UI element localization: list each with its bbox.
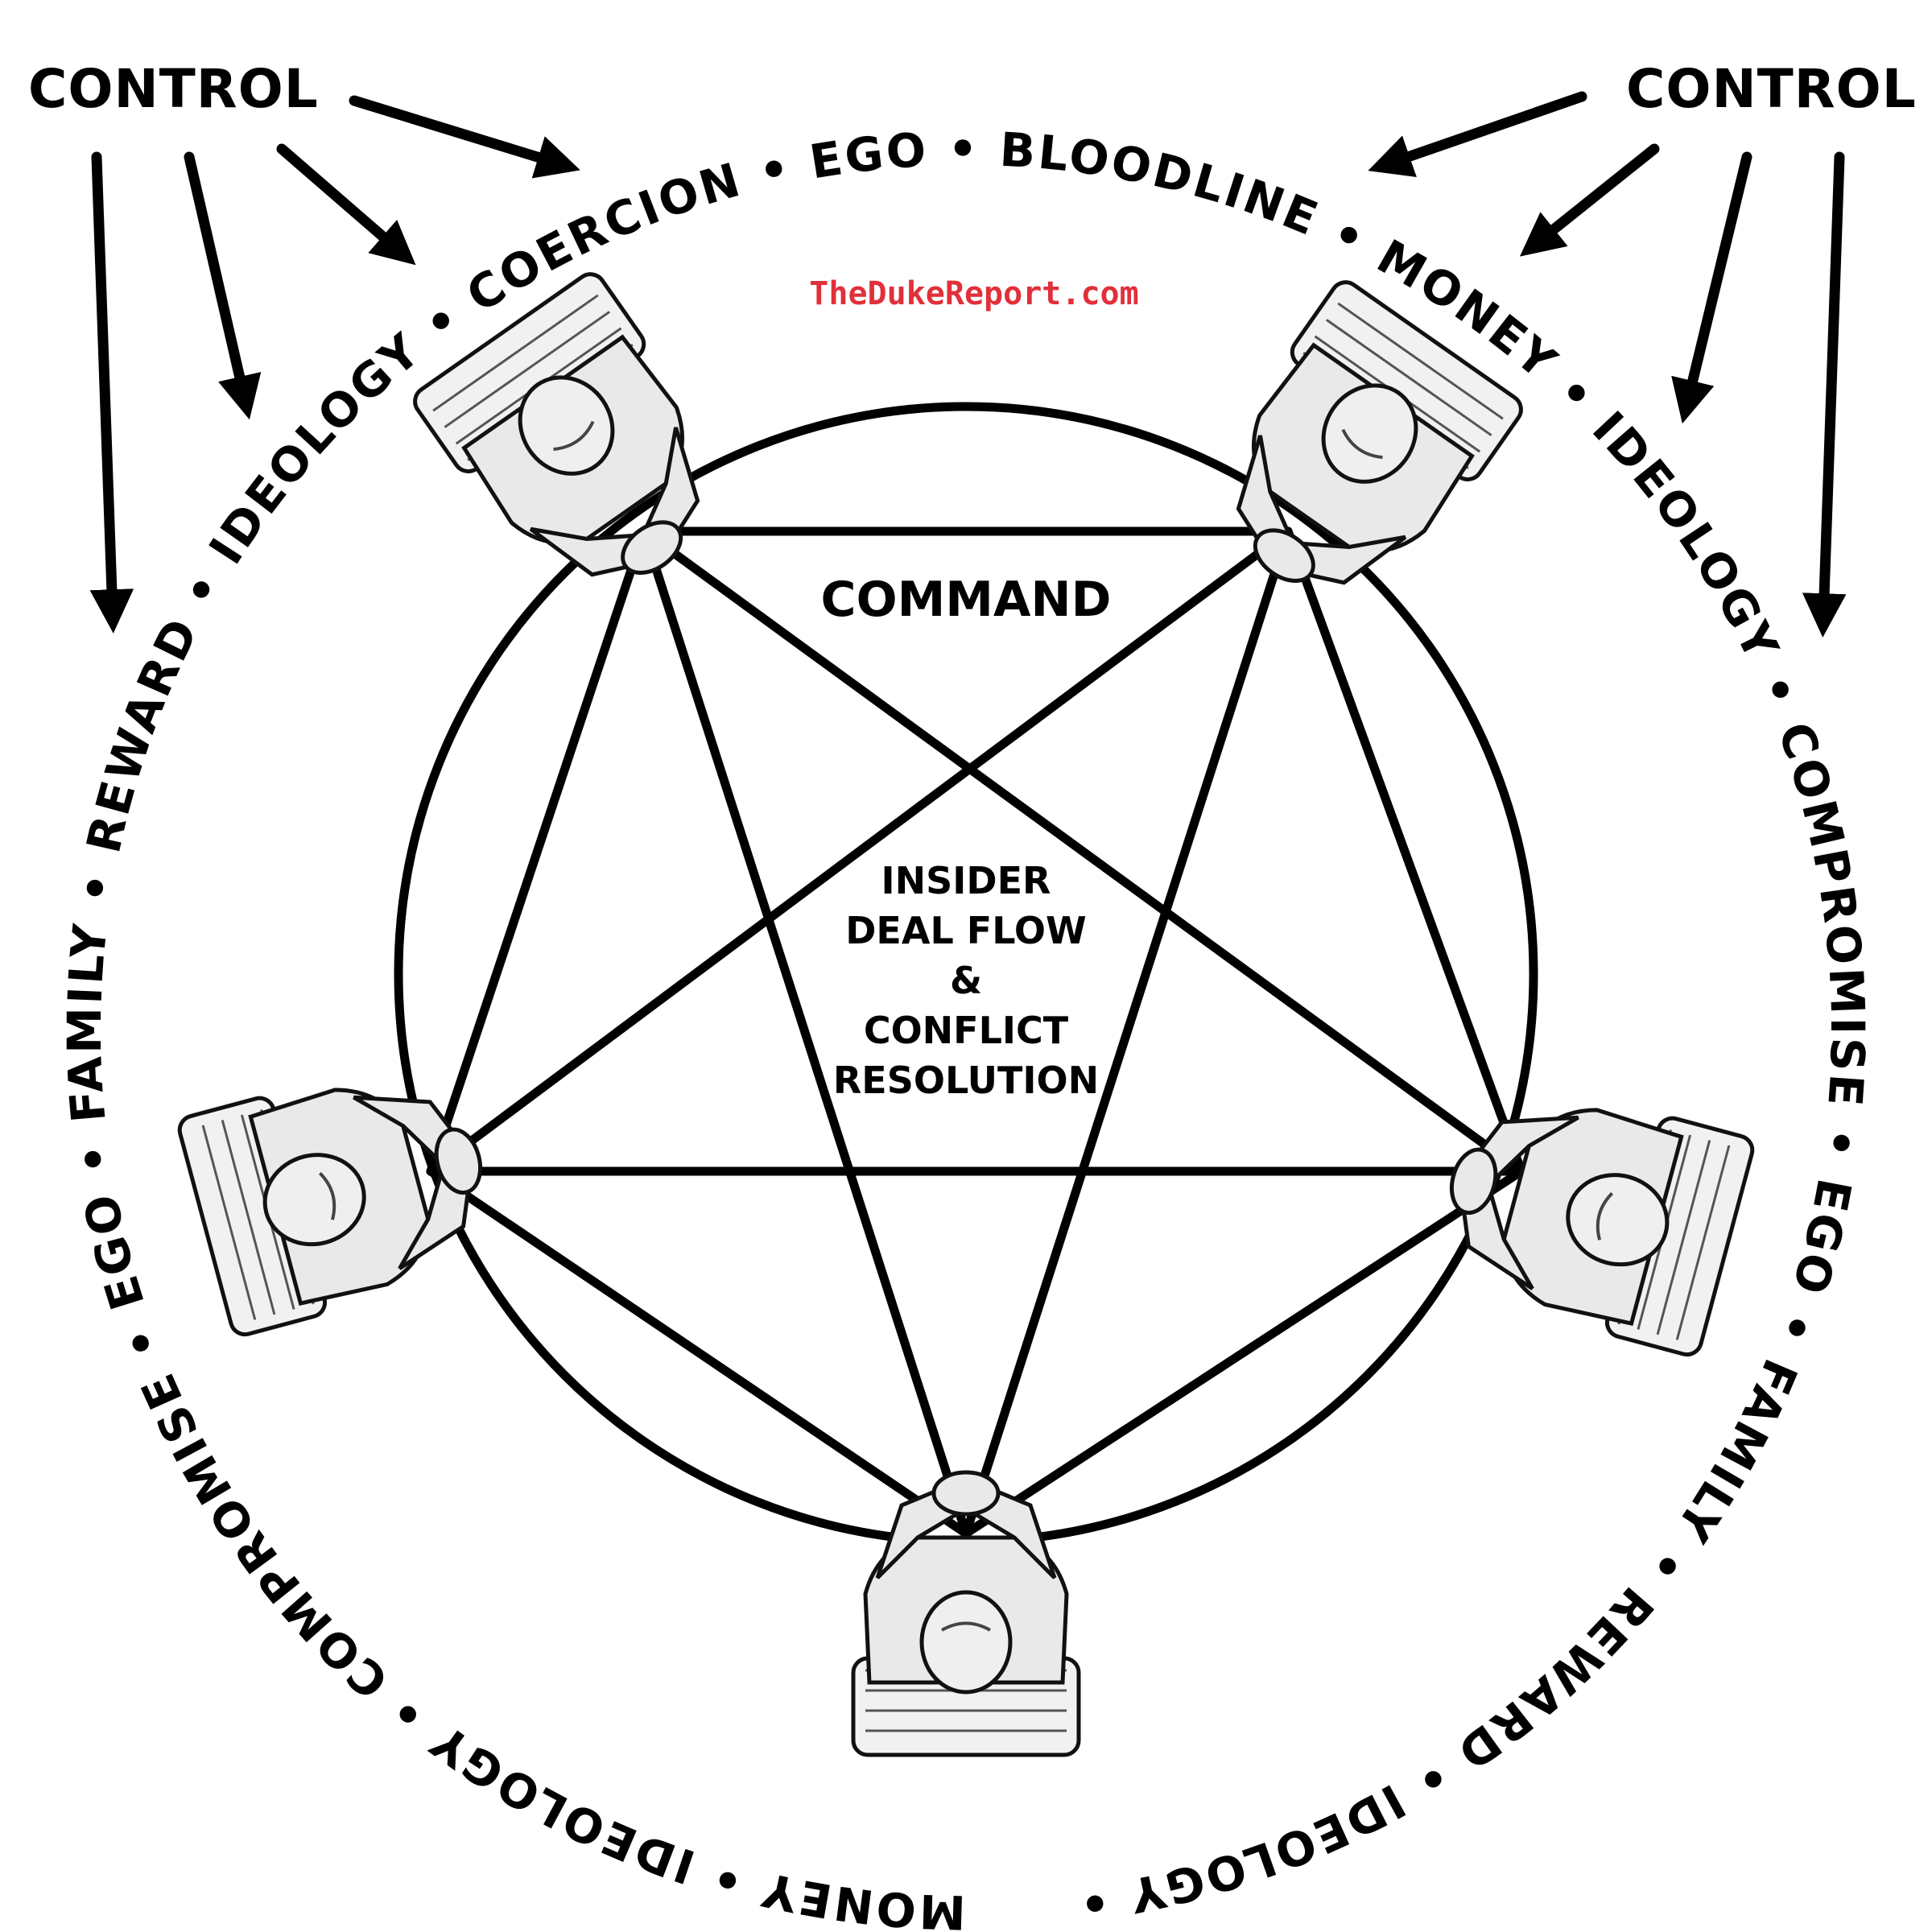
- arrow-left-3: [184, 151, 262, 420]
- arrow-right-3: [1671, 151, 1752, 424]
- center-line-1: INSIDER: [881, 859, 1051, 902]
- control-label-left: CONTROL: [28, 58, 319, 120]
- pentagram-line-3: [639, 526, 971, 1538]
- seated-figure-bottom: [853, 1472, 1079, 1755]
- pentagram-line-7: [426, 1166, 971, 1538]
- watermark: TheDukeReport.com: [809, 275, 1138, 312]
- pentagram-line-10: [1283, 526, 1526, 1176]
- control-arrows-left: [89, 95, 580, 634]
- arrow-right-4: [1802, 151, 1847, 638]
- center-line-5: RESOLUTION: [833, 1059, 1099, 1102]
- arrow-right-2: [1519, 143, 1660, 257]
- pentagram: [426, 526, 1526, 1538]
- control-arrows-right: [1368, 91, 1847, 638]
- arrow-left-2: [276, 143, 416, 266]
- command-title: COMMAND: [821, 572, 1112, 628]
- center-line-4: CONFLICT: [864, 1009, 1069, 1052]
- center-line-3: &: [950, 959, 982, 1002]
- pentagram-line-4: [426, 526, 1293, 1176]
- pentagram-line-5: [961, 526, 1293, 1538]
- center-line-2: DEAL FLOW: [845, 909, 1086, 952]
- arrow-right-1: [1368, 91, 1587, 178]
- pentagram-line-8: [961, 1166, 1526, 1538]
- seated-figure-right: [1424, 1067, 1756, 1357]
- pentagram-line-9: [426, 526, 649, 1176]
- pentagram-line-2: [639, 526, 1526, 1176]
- arrow-left-4: [89, 151, 134, 634]
- control-label-right: CONTROL: [1626, 58, 1917, 120]
- arrow-left-1: [349, 95, 580, 179]
